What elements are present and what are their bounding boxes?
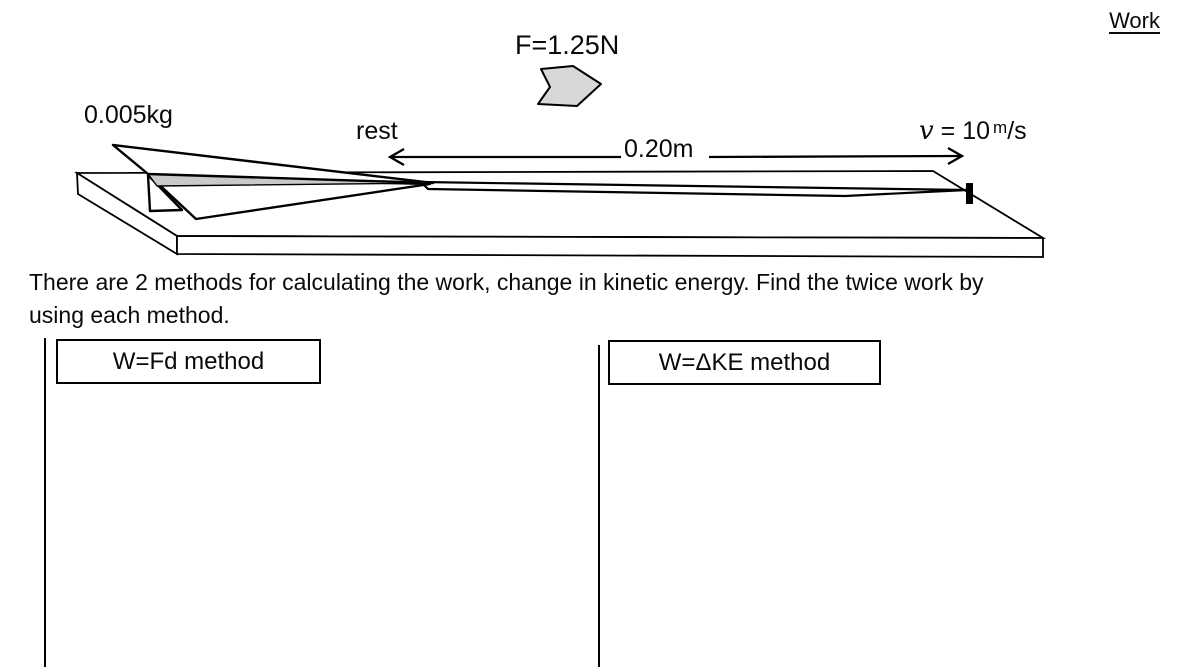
- method-2-header-box: W=ΔKE method: [608, 340, 881, 385]
- arrowhead-right-icon: [947, 147, 965, 165]
- method-1-label: W=Fd method: [112, 347, 265, 375]
- end-marker: [966, 183, 973, 204]
- arrowhead-left-icon: [387, 148, 405, 166]
- column-divider-right: [598, 345, 600, 667]
- mass-label: 0.005kg: [84, 101, 173, 129]
- problem-line-1: There are 2 methods for calculating the …: [29, 269, 984, 295]
- table-front-face: [176, 235, 1044, 258]
- page-title: Work: [1109, 8, 1160, 33]
- distance-label: 0.20m: [624, 135, 694, 163]
- glide-path-streak: [419, 180, 969, 198]
- force-label: F=1.25N: [515, 30, 620, 60]
- problem-text: There are 2 methods for calculating the …: [29, 266, 1159, 331]
- physics-diagram: [73, 65, 1047, 258]
- rest-label: rest: [356, 117, 398, 145]
- force-arrow-icon: [537, 65, 602, 107]
- distance-arrow: [387, 147, 965, 166]
- method-2-label: W=ΔKE method: [658, 348, 831, 376]
- velocity-symbol: v: [919, 116, 934, 146]
- velocity-unit-numerator: m: [993, 118, 1008, 137]
- velocity-unit-denominator: /s: [1007, 117, 1027, 145]
- paper-airplane-upper-wing: [111, 143, 435, 185]
- column-divider-left: [44, 338, 46, 667]
- method-1-header-box: W=Fd method: [56, 339, 321, 384]
- problem-line-2: using each method.: [29, 301, 230, 328]
- velocity-value: = 10: [933, 117, 991, 145]
